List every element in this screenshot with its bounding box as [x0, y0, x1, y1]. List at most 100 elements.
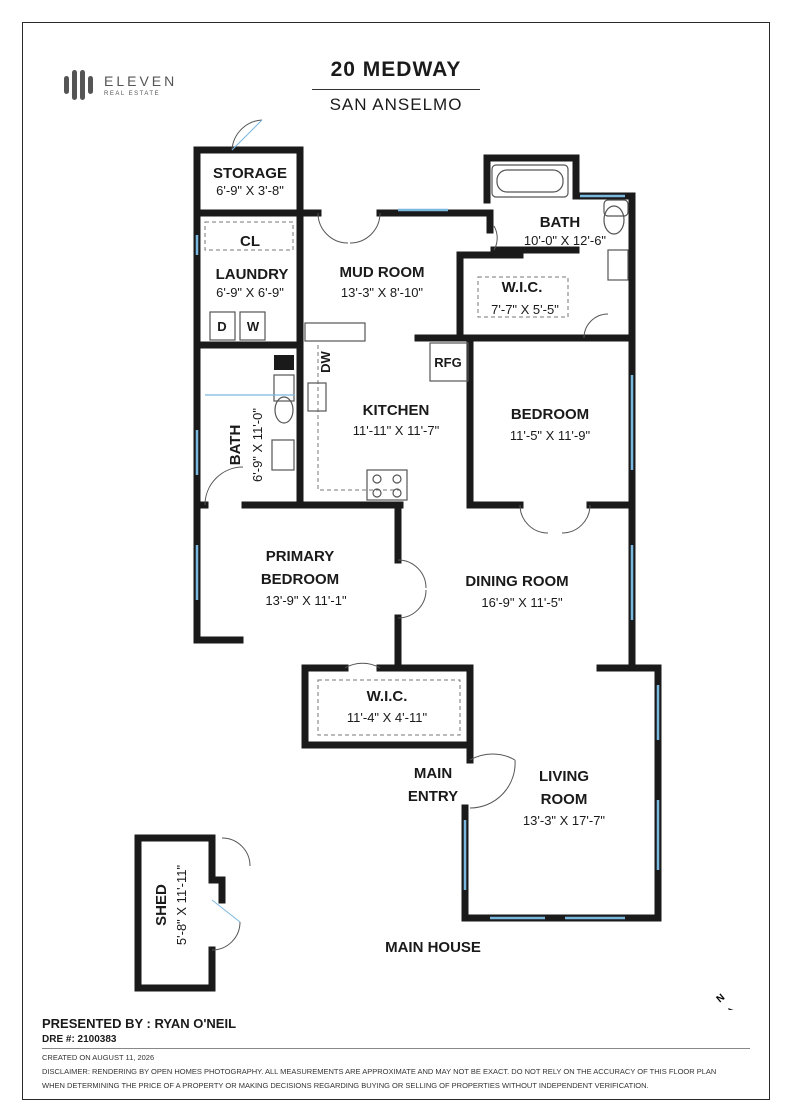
- wic-upper-name: W.I.C.: [502, 279, 543, 296]
- shed-name: SHED: [153, 884, 170, 926]
- bath-lower-dims: 6'-9" X 11'-0": [250, 408, 265, 482]
- door-storage: [231, 119, 263, 151]
- wall-shed-notch: [208, 834, 226, 904]
- bath-upper-name: BATH: [540, 214, 581, 231]
- door-primary-b: [397, 589, 427, 619]
- bathtub: [491, 164, 569, 198]
- walls: [134, 146, 662, 992]
- burner-3: [372, 488, 382, 498]
- page-frame: [22, 22, 770, 1100]
- compass-icon: N: [715, 992, 734, 1010]
- door-mud-right: [349, 212, 381, 244]
- brand-logo: ELEVEN REAL ESTATE: [62, 70, 177, 100]
- door-wic-upper: [583, 313, 609, 339]
- living-room-dims: 13'-3" X 17'-7": [523, 813, 606, 828]
- door-bath-lower: [204, 466, 244, 506]
- door-shed-a: [221, 837, 251, 867]
- doors: [204, 119, 609, 951]
- bath-lower-name: BATH: [227, 425, 244, 466]
- burner-1: [372, 474, 382, 484]
- door-primary-a: [397, 559, 427, 589]
- door-storage-leaf: [231, 119, 263, 151]
- floor-plan: STORAGE 6'-9" X 3'-8" CL LAUNDRY 6'-9" X…: [134, 119, 734, 1010]
- chimney-block: [274, 355, 294, 370]
- eleven-logo-icon: [64, 70, 93, 100]
- closet-name: CL: [240, 233, 260, 250]
- shed-dims: 5'-8" X 11'-11": [174, 865, 189, 946]
- door-wic-lower: [344, 662, 381, 669]
- property-address: 20 MEDWAY: [330, 58, 462, 81]
- door-bedroom-left: [519, 504, 549, 534]
- burner-2: [392, 474, 402, 484]
- main-entry-name-1: MAIN: [414, 765, 452, 782]
- refrigerator: [429, 342, 469, 382]
- mud-room-name: MUD ROOM: [340, 264, 425, 281]
- mud-room-dims: 13'-3" X 8'-10": [341, 285, 424, 300]
- compass-label: N: [715, 992, 728, 1005]
- laundry-name: LAUNDRY: [216, 266, 289, 283]
- bedroom-name: BEDROOM: [511, 406, 589, 423]
- building-label: MAIN HOUSE: [385, 939, 481, 956]
- storage-name: STORAGE: [213, 165, 287, 182]
- dryer-label: D: [217, 319, 226, 334]
- dining-room-dims: 16'-9" X 11'-5": [481, 595, 563, 610]
- door-bath-upper: [493, 225, 498, 251]
- refrigerator-label: RFG: [434, 355, 461, 370]
- primary-bedroom-dims: 13'-9" X 11'-1": [265, 593, 347, 608]
- primary-bedroom-name-2: BEDROOM: [261, 571, 339, 588]
- dining-room-name: DINING ROOM: [465, 573, 568, 590]
- dre-number: DRE #: 2100383: [42, 1034, 117, 1045]
- kitchen-counter-outline: [317, 345, 400, 491]
- wic-upper-outline: [477, 276, 569, 318]
- sink-lower: [271, 439, 295, 471]
- toilet-tank-lower: [273, 374, 295, 402]
- property-city: SAN ANSELMO: [329, 95, 463, 114]
- kitchen-dims: 11'-11" X 11'-7": [353, 423, 440, 438]
- door-bedroom-right: [561, 504, 591, 534]
- bedroom-dims: 11'-5" X 11'-9": [510, 428, 591, 443]
- counter-top: [304, 322, 366, 342]
- wall-wic-upper: [456, 251, 579, 342]
- washer: [239, 311, 266, 341]
- door-main-entry-arc: [469, 759, 516, 809]
- bathtub-inner: [496, 169, 564, 193]
- door-main-entry: [469, 753, 516, 761]
- washer-label: W: [247, 319, 260, 334]
- wic-upper-dims: 7'-7" X 5'-5": [491, 302, 559, 317]
- kitchen-name: KITCHEN: [363, 402, 430, 419]
- created-date: CREATED ON AUGUST 11, 2026: [42, 1053, 155, 1062]
- fixtures: [205, 164, 629, 501]
- door-shed-leaf: [211, 899, 241, 923]
- disclaimer-line-1: DISCLAIMER: RENDERING BY OPEN HOMES PHOT…: [42, 1067, 717, 1076]
- sink-upper: [607, 249, 629, 281]
- toilet-bowl-upper: [603, 205, 625, 235]
- dishwasher-label: DW: [318, 350, 333, 372]
- living-room-name-1: LIVING: [539, 768, 589, 785]
- brand-name: ELEVEN: [104, 73, 178, 89]
- main-entry-name-2: ENTRY: [408, 788, 458, 805]
- toilet-bowl-lower: [274, 396, 294, 424]
- footer-divider: [42, 1048, 750, 1049]
- wic-lower-dims: 11'-4" X 4'-11": [347, 710, 428, 725]
- dryer: [209, 311, 236, 341]
- closet-outline: [204, 221, 294, 251]
- storage-outlines: [204, 221, 569, 736]
- toilet-tank-upper: [603, 199, 629, 217]
- wall-wic-lower: [301, 664, 474, 764]
- wic-lower-outline: [317, 679, 461, 736]
- door-mud-left: [317, 212, 349, 244]
- wic-lower-name: W.I.C.: [367, 688, 408, 705]
- wall-shed: [134, 834, 216, 992]
- windows: [195, 194, 660, 920]
- bath-upper-dims: 10'-0" X 12'-6": [524, 233, 607, 248]
- living-room-name-2: ROOM: [541, 791, 588, 808]
- range: [366, 469, 408, 501]
- door-shed-b: [211, 921, 241, 951]
- kitchen-sink: [307, 382, 327, 412]
- brand-tagline: REAL ESTATE: [104, 91, 161, 97]
- title-divider: [312, 89, 480, 90]
- disclaimer-line-2: WHEN DETERMINING THE PRICE OF A PROPERTY…: [42, 1081, 649, 1090]
- wall-mud-top-b: [376, 209, 494, 234]
- primary-bedroom-name-1: PRIMARY: [266, 548, 335, 565]
- presented-by: PRESENTED BY : RYAN O'NEIL: [42, 1016, 237, 1031]
